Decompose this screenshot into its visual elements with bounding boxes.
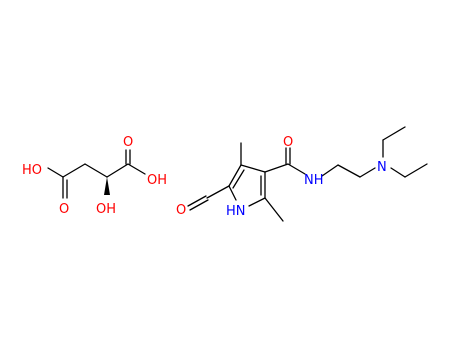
- atom-label-hydroxyl-alpha: OH: [96, 202, 116, 217]
- bond-ring-c2-n1: [248, 197, 266, 207]
- bond-n-ethyl2-ch2: [390, 167, 406, 178]
- bond-ch2-ch2: [337, 164, 361, 178]
- atom-label-hydroxyl-right: OH: [147, 173, 167, 188]
- atom-label-carbonyl-o-left: O: [59, 202, 69, 217]
- bond-c4-oh: [127, 163, 146, 175]
- atom-label-hydroxyl-left: HO: [22, 163, 42, 178]
- bond-nh-ch2: [321, 164, 339, 177]
- bond-aldehyde-co-b: [189, 199, 209, 211]
- bond-ring-c5-c4-inner: [232, 169, 245, 189]
- bond-ring-c5-c4: [228, 164, 242, 187]
- bond-c3-amide-c: [264, 163, 289, 173]
- bond-c1-c2: [62, 163, 86, 178]
- bond-c3-oh-wedge: [104, 177, 110, 195]
- atom-label-aldehyde-o: O: [176, 203, 186, 218]
- atom-label-ring-nh: HN: [226, 204, 246, 219]
- atom-label-amine-n: N: [377, 160, 387, 175]
- bond-ethyl1-ch3: [382, 126, 406, 141]
- bond-aldehyde-co-a: [187, 195, 207, 207]
- bond-ring-c4-c3: [240, 164, 266, 173]
- atom-label-carbonyl-o-right: O: [123, 135, 133, 150]
- bond-c2-c3: [84, 163, 108, 178]
- bond-aldehyde-c-ring: [206, 185, 230, 199]
- bond-ring-n1-c5: [228, 185, 237, 201]
- pyrrole-carboxamide-molecule: O HN O NH N: [176, 126, 428, 222]
- bond-methyl-c2: [264, 197, 284, 222]
- bond-ch2-n: [359, 167, 376, 178]
- atom-label-amide-o: O: [283, 135, 293, 150]
- bond-c3-c4: [106, 163, 129, 178]
- bond-ethyl2-ch3: [404, 163, 428, 178]
- malic-acid-molecule: HO O OH O OH: [22, 135, 167, 217]
- atom-label-amide-nh: NH: [304, 173, 324, 188]
- bond-amide-c-n: [287, 163, 306, 175]
- bond-ho-c1: [47, 167, 64, 178]
